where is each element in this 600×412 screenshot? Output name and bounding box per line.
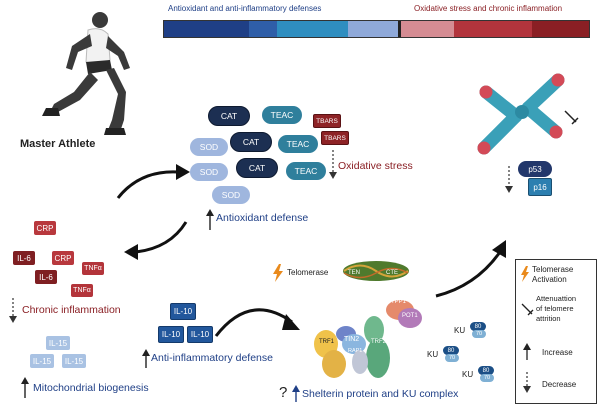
- gradient-right-label: Oxidative stress and chronic inflammatio…: [414, 4, 563, 13]
- increase-arrow-icon: [142, 349, 150, 368]
- il6-box: IL-6: [35, 270, 57, 284]
- legend-increase: Increase: [542, 348, 573, 357]
- lightning-icon: [521, 266, 529, 282]
- gradient-segment: [249, 21, 278, 37]
- decrease-arrow-icon: [523, 372, 531, 393]
- athlete-label: Master Athlete: [20, 138, 96, 150]
- chromosome-icon: [477, 73, 565, 155]
- increase-arrow-icon: [292, 385, 300, 402]
- p53-pill: p53: [518, 161, 552, 177]
- sod-pill: SOD: [190, 138, 228, 156]
- legend-decrease: Decrease: [542, 380, 577, 389]
- ku80-pill: 80: [478, 366, 494, 375]
- ku70-pill: 70: [445, 354, 459, 362]
- telomerase-label: Telomerase: [287, 268, 329, 277]
- gradient-segment: [277, 21, 349, 37]
- il6-box: IL-6: [13, 251, 35, 265]
- il10-box: IL-10: [187, 326, 213, 343]
- ku70-pill: 70: [472, 330, 486, 338]
- il15-box: IL-15: [62, 354, 86, 368]
- il15-box: IL-15: [30, 354, 54, 368]
- cte-label: CTE: [386, 270, 398, 276]
- antioxidant-defense-label: Antioxidant defense: [216, 212, 309, 224]
- shelterin-label: Shelterin protein and KU complex: [302, 388, 459, 400]
- decrease-arrow-icon: [329, 150, 337, 179]
- gradient-left-label: Antioxidant and anti-inflammatory defens…: [168, 4, 322, 13]
- ten-label: TEN: [348, 270, 360, 276]
- sod-pill: SOD: [212, 186, 250, 204]
- crp-box: CRP: [52, 251, 74, 265]
- tbars-box: TBARS: [313, 114, 341, 128]
- ku-label: KU: [454, 326, 466, 335]
- ku80-pill: 80: [470, 322, 486, 331]
- legend-telomerase-activation: Telomerase Activation: [532, 265, 574, 284]
- increase-arrow-icon: [206, 209, 214, 230]
- attenuation-icon: [564, 110, 579, 125]
- gradient-segment: [532, 21, 589, 37]
- question-mark: ?: [279, 384, 288, 401]
- il10-box: IL-10: [170, 303, 196, 320]
- increase-arrow-icon: [523, 343, 531, 360]
- ku-label: KU: [427, 350, 439, 359]
- pot1-label: POT1: [402, 313, 418, 319]
- teac-pill: TEAC: [278, 135, 318, 153]
- decrease-arrow-icon: [9, 298, 17, 323]
- tnfa-box: TNFα: [82, 262, 104, 275]
- cat-pill: CAT: [230, 132, 272, 152]
- tert-label: TERT: [366, 257, 382, 263]
- anti-inflammatory-label: Anti-inflammatory defense: [151, 352, 273, 364]
- cat-pill: CAT: [208, 106, 250, 126]
- tin2-label: TIN2: [344, 336, 360, 343]
- attenuation-icon: [521, 303, 534, 316]
- sod-pill: SOD: [190, 163, 228, 181]
- ku70-pill: 70: [480, 374, 494, 382]
- tpp1-label: TPP1: [391, 299, 407, 305]
- gradient-segment: [454, 21, 533, 37]
- runner-icon: [42, 12, 130, 135]
- ku-label: KU: [462, 370, 474, 379]
- legend-attenuation: Attenuattion of telomere attrition: [536, 294, 577, 323]
- trf2-label: TRF2: [371, 339, 386, 345]
- rap1-label: RAP1: [348, 348, 363, 354]
- gradient-divider: [397, 21, 402, 37]
- ku80-pill: 80: [443, 346, 459, 355]
- chronic-inflammation-label: Chronic inflammation: [22, 304, 121, 316]
- gradient-bar: [163, 20, 590, 38]
- mitochondrial-biogenesis-label: Mitochondrial biogenesis: [33, 382, 149, 394]
- increase-arrow-icon: [21, 377, 29, 398]
- il10-box: IL-10: [158, 326, 184, 343]
- tbars-box: TBARS: [321, 131, 349, 145]
- gradient-segment: [348, 21, 398, 37]
- p16-box: p16: [528, 178, 552, 196]
- shelterin-complex-icon: [314, 300, 422, 378]
- gradient-segment: [401, 21, 455, 37]
- crp-box: CRP: [34, 221, 56, 235]
- teac-pill: TEAC: [262, 106, 302, 124]
- legend-box: Telomerase Activation Attenuattion of te…: [515, 259, 597, 404]
- decrease-arrow-icon: [505, 166, 513, 193]
- tnfa-box: TNFα: [71, 284, 93, 297]
- cat-pill: CAT: [236, 158, 278, 178]
- trf1-label: TRF1: [319, 339, 334, 345]
- lightning-icon: [273, 264, 283, 282]
- telomerase-complex-icon: [343, 261, 409, 281]
- il15-box: IL-15: [46, 336, 70, 350]
- gradient-segment: [164, 21, 249, 37]
- oxidative-stress-label: Oxidative stress: [338, 160, 413, 172]
- teac-pill: TEAC: [286, 162, 326, 180]
